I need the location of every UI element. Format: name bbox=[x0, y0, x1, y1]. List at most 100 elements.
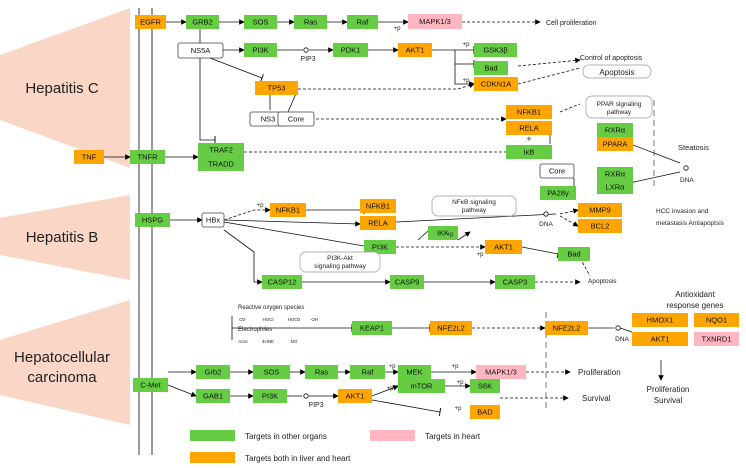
node-traf2[interactable]: TRAF2 bbox=[198, 143, 244, 157]
node-ras[interactable]: Ras bbox=[294, 15, 327, 29]
node-mapk13-c[interactable]: MAPK1/3 bbox=[476, 365, 526, 379]
node-ikk[interactable]: IKK bbox=[428, 226, 458, 240]
svg-text:MAPK1/3: MAPK1/3 bbox=[419, 17, 451, 26]
box-ppar-pathway bbox=[585, 95, 653, 119]
node-tp53[interactable]: TP53 bbox=[255, 81, 298, 95]
node-cmet[interactable]: C-Met bbox=[133, 378, 168, 392]
node-raf-c[interactable]: Raf bbox=[350, 365, 385, 379]
label-dna-3: DNA bbox=[615, 336, 629, 343]
node-lxra[interactable]: LXRα bbox=[597, 180, 633, 194]
svg-text:TP53: TP53 bbox=[268, 84, 286, 93]
node-ns3[interactable]: NS3 bbox=[249, 111, 287, 127]
svg-text:KEAP1: KEAP1 bbox=[360, 324, 384, 333]
node-nfe2l2-1[interactable]: NFE2L2 bbox=[430, 321, 472, 335]
node-bad[interactable]: Bad bbox=[474, 61, 508, 75]
node-akt1[interactable]: AKT1 bbox=[398, 43, 432, 57]
node-akt1-c2[interactable]: AKT1 bbox=[338, 389, 372, 403]
node-akt1-c1[interactable]: AKT1 bbox=[632, 332, 688, 346]
svg-text:SOS: SOS bbox=[253, 18, 269, 27]
node-akt1-b[interactable]: AKT1 bbox=[485, 240, 522, 254]
node-rela-b[interactable]: RELA bbox=[360, 216, 396, 230]
junction-dot bbox=[303, 47, 309, 53]
svg-text:Raf: Raf bbox=[362, 368, 375, 377]
node-hspg[interactable]: HSPG bbox=[135, 213, 170, 227]
node-nqo1[interactable]: NQO1 bbox=[694, 313, 739, 327]
node-gsk3b[interactable]: GSK3β bbox=[474, 43, 517, 57]
node-pi3k-c[interactable]: PI3K bbox=[253, 389, 287, 403]
region-hepatitis-b: Hepatitis B bbox=[26, 229, 99, 246]
node-bcl2[interactable]: BCL2 bbox=[578, 219, 622, 233]
node-hbx[interactable]: HBx bbox=[201, 212, 225, 228]
junction-dot bbox=[683, 165, 689, 171]
node-tradd[interactable]: TRADD bbox=[198, 157, 244, 171]
node-gab1[interactable]: GAB1 bbox=[196, 389, 230, 403]
node-casp9[interactable]: CASP9 bbox=[390, 275, 424, 289]
legend-pink-label: Targets in heart bbox=[425, 432, 481, 441]
node-pi3k-b[interactable]: PI3K bbox=[364, 240, 396, 254]
node-casp3[interactable]: CASP3 bbox=[495, 275, 535, 289]
node-sos-c[interactable]: SOS bbox=[253, 365, 290, 379]
label-hcc-2: metastasis Antiapoptsis bbox=[656, 220, 725, 227]
node-casp12[interactable]: CASP12 bbox=[262, 275, 302, 289]
node-bad-c[interactable]: BAD bbox=[470, 405, 500, 419]
node-grb2-c[interactable]: Grb2 bbox=[196, 365, 230, 379]
svg-text:SOS: SOS bbox=[264, 368, 280, 377]
edge bbox=[457, 231, 471, 241]
node-pi3k[interactable]: PI3K bbox=[244, 43, 277, 57]
node-ns5a[interactable]: NS5A bbox=[177, 42, 224, 59]
label-no: NO bbox=[291, 339, 298, 344]
label-plus-p-10: +p bbox=[457, 380, 465, 386]
svg-text:HBx: HBx bbox=[206, 216, 220, 225]
node-tnfr[interactable]: TNFR bbox=[130, 150, 165, 164]
svg-text:GSK3β: GSK3β bbox=[483, 46, 508, 55]
node-core2[interactable]: Core bbox=[539, 163, 575, 179]
svg-text:RELA: RELA bbox=[368, 219, 388, 228]
node-ppara[interactable]: PPARA bbox=[597, 137, 633, 151]
node-hmox1[interactable]: HMOX1 bbox=[632, 313, 688, 327]
label-h2o2: HOO2 bbox=[288, 317, 301, 322]
node-keap1[interactable]: KEAP1 bbox=[352, 321, 392, 335]
node-egfr[interactable]: EGFR bbox=[135, 15, 166, 29]
svg-text:NS5A: NS5A bbox=[191, 46, 211, 55]
label-o2: O2· bbox=[239, 317, 247, 322]
node-pa28g[interactable]: PA28γ bbox=[540, 186, 576, 200]
node-rela[interactable]: RELA bbox=[506, 121, 552, 135]
node-cdkn1a[interactable]: CDKN1A bbox=[474, 77, 518, 91]
svg-text:CASP3: CASP3 bbox=[503, 278, 528, 287]
node-rxra1[interactable]: RXRα bbox=[597, 123, 633, 137]
node-s6k[interactable]: S6K bbox=[470, 379, 500, 393]
box-nfkb-pathway bbox=[431, 195, 517, 217]
node-mapk13[interactable]: MAPK1/3 bbox=[408, 14, 462, 29]
svg-text:HMOX1: HMOX1 bbox=[647, 316, 674, 325]
node-ras-c[interactable]: Ras bbox=[305, 365, 338, 379]
node-nfe2l2-2[interactable]: NFE2L2 bbox=[545, 321, 588, 335]
svg-text:PI3K: PI3K bbox=[252, 46, 268, 55]
node-tnf[interactable]: TNF bbox=[74, 150, 104, 164]
node-mek[interactable]: MEK bbox=[398, 365, 431, 379]
label-ppar-2: pathway bbox=[607, 109, 632, 116]
node-bad-b[interactable]: Bad bbox=[558, 247, 590, 261]
node-txnrd1[interactable]: TXNRD1 bbox=[694, 332, 739, 346]
node-core[interactable]: Core bbox=[277, 111, 315, 127]
node-mtor[interactable]: mTOR bbox=[398, 379, 445, 393]
node-raf[interactable]: Raf bbox=[347, 15, 378, 29]
svg-text:RXRα: RXRα bbox=[605, 126, 626, 135]
node-grb2[interactable]: GRB2 bbox=[186, 15, 219, 29]
svg-text:TRAF2: TRAF2 bbox=[209, 146, 233, 155]
svg-text:AKT1: AKT1 bbox=[651, 335, 670, 344]
label-plus: + bbox=[526, 134, 531, 144]
node-sos[interactable]: SOS bbox=[244, 15, 277, 29]
edge bbox=[223, 221, 365, 247]
node-ikb[interactable]: IκB bbox=[506, 145, 552, 159]
node-rxra2[interactable]: RXRα bbox=[597, 167, 633, 181]
node-nfkb1-b1[interactable]: NFKB1 bbox=[270, 203, 306, 217]
node-mmp9[interactable]: MMP9 bbox=[578, 203, 622, 217]
node-nfkb1[interactable]: NFKB1 bbox=[506, 105, 552, 119]
node-nfkb1-b2[interactable]: NFKB1 bbox=[360, 199, 396, 213]
svg-text:GAB1: GAB1 bbox=[203, 392, 223, 401]
label-ppar-1: PPAR signaling bbox=[597, 101, 642, 108]
svg-text:C-Met: C-Met bbox=[140, 381, 161, 390]
label-plus-p-1: +p bbox=[463, 42, 471, 48]
node-pdk1[interactable]: PDK1 bbox=[333, 43, 368, 57]
svg-text:Core: Core bbox=[549, 167, 565, 176]
